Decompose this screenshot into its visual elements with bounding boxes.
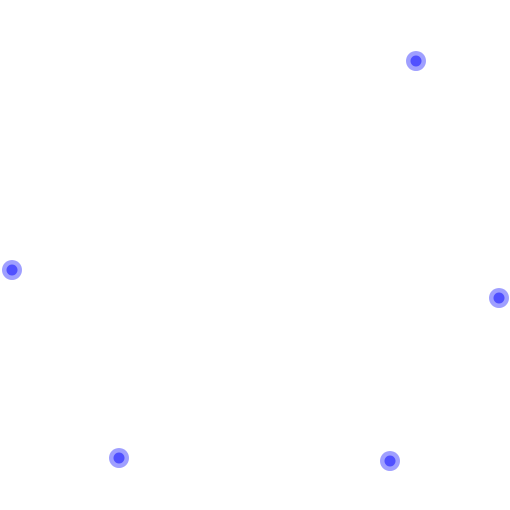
marker[interactable]	[406, 51, 426, 71]
marker-dot	[113, 452, 125, 464]
marker-dot	[410, 55, 422, 67]
marker[interactable]	[380, 451, 400, 471]
marker[interactable]	[109, 448, 129, 468]
marker-dot	[384, 455, 396, 467]
marker[interactable]	[489, 288, 509, 308]
marker-dot	[6, 264, 18, 276]
marker-dot	[493, 292, 505, 304]
marker[interactable]	[2, 260, 22, 280]
